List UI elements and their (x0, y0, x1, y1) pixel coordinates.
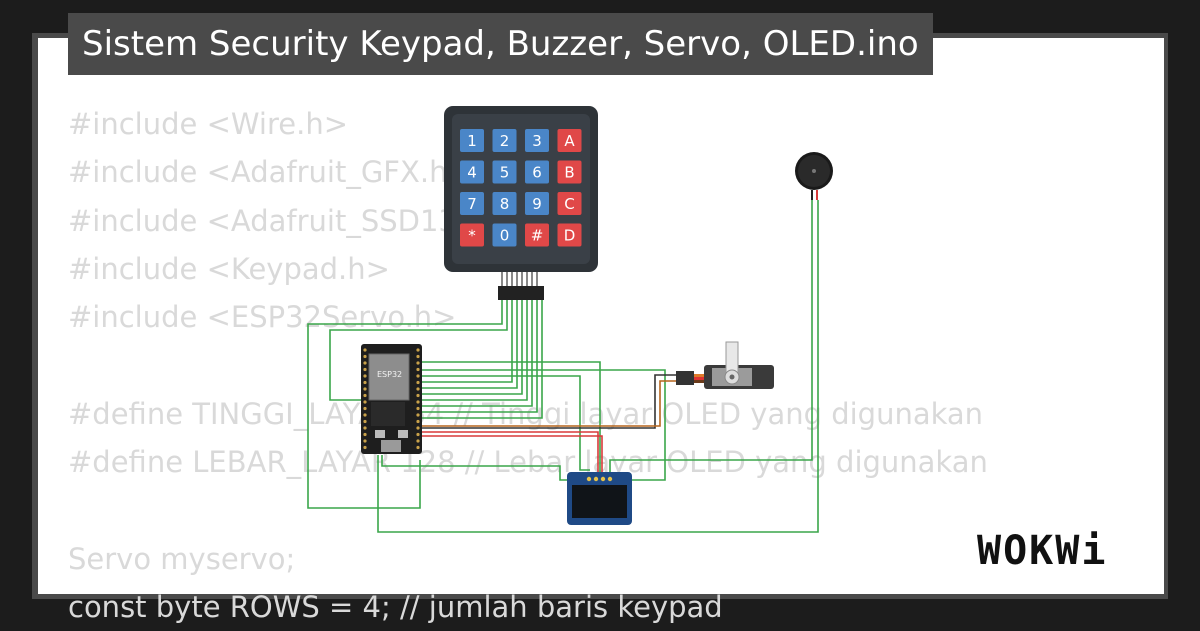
keypad-key-label: D (564, 227, 576, 245)
wokwi-logo: WOKWi (977, 528, 1107, 574)
keypad-key: C (557, 192, 582, 215)
keypad-key-label: 4 (467, 164, 477, 182)
wire (609, 200, 813, 474)
keypad-key: 0 (492, 223, 517, 247)
wire (422, 369, 666, 481)
wire (422, 300, 513, 383)
page-title: Sistem Security Keypad, Buzzer, Servo, O… (68, 13, 933, 75)
wire (422, 300, 533, 407)
code-line: Servo myservo; (68, 541, 296, 576)
wire (377, 200, 819, 533)
code-line: #include <ESP32Servo.h> (68, 300, 457, 335)
wires (307, 200, 819, 533)
wire (410, 380, 676, 427)
keypad-key-label: B (564, 164, 574, 182)
keypad-key-label: 9 (532, 195, 542, 213)
keypad-key: 9 (525, 192, 549, 215)
wire (422, 375, 590, 471)
servo-motor (676, 341, 774, 389)
keypad-key: D (557, 223, 582, 247)
keypad-key-label: 6 (532, 164, 542, 182)
keypad-key: 2 (492, 129, 517, 152)
wire (329, 300, 508, 401)
keypad-key-label: 2 (500, 132, 510, 150)
wire (410, 435, 603, 474)
wire (422, 300, 518, 389)
keypad-key: 1 (460, 129, 484, 152)
esp32-board: ESP32 (361, 344, 422, 454)
keypad-key: # (525, 223, 549, 247)
code-line: #include <Wire.h> (68, 107, 349, 141)
esp32-label: ESP32 (377, 370, 402, 379)
code-background: #include <Wire.h> #include <Adafruit_GFX.… (68, 100, 988, 631)
wire (307, 300, 503, 509)
keypad-key-label: # (531, 227, 544, 245)
keypad-key-label: 3 (532, 132, 542, 150)
wire (422, 300, 528, 401)
keypad-key-label: 7 (467, 195, 477, 213)
keypad-key-label: 5 (500, 164, 510, 182)
code-line: #define LEBAR_LAYAR 128 // Lebar layar O… (68, 445, 988, 480)
wire (381, 455, 567, 481)
keypad-key: 7 (460, 192, 484, 215)
wire (410, 374, 676, 429)
keypad-key-label: A (564, 132, 575, 150)
code-line: #include <Keypad.h> (68, 251, 390, 286)
code-line: #include <Adafruit_GFX.h> (68, 155, 472, 190)
keypad-4x4: 1 2 3 A 4 5 6 B 7 8 9 C * 0 # D (444, 106, 598, 300)
wire (410, 431, 599, 474)
keypad-key: B (557, 160, 582, 184)
keypad-connector (498, 286, 544, 300)
keypad-key: 3 (525, 129, 549, 152)
keypad-key-label: 8 (500, 195, 510, 213)
wire (422, 361, 601, 472)
keypad-key-label: * (468, 227, 476, 245)
oled-display (567, 472, 632, 525)
keypad-key-label: C (564, 195, 574, 213)
keypad-key: 6 (525, 160, 549, 184)
keypad-key-label: 1 (467, 132, 477, 150)
code-line: const byte ROWS = 4; // jumlah baris key… (68, 589, 723, 624)
keypad-key: 5 (492, 160, 517, 184)
keypad-key: 4 (460, 160, 484, 184)
wokwi-logo-text: WOKWi (977, 528, 1107, 574)
wire (422, 300, 523, 395)
keypad-key: 8 (492, 192, 517, 215)
wire (422, 300, 543, 419)
keypad-key: * (460, 223, 484, 247)
keypad-key: A (557, 129, 582, 152)
keypad-key-label: 0 (500, 227, 510, 245)
wire (422, 300, 538, 413)
buzzer (795, 152, 833, 200)
